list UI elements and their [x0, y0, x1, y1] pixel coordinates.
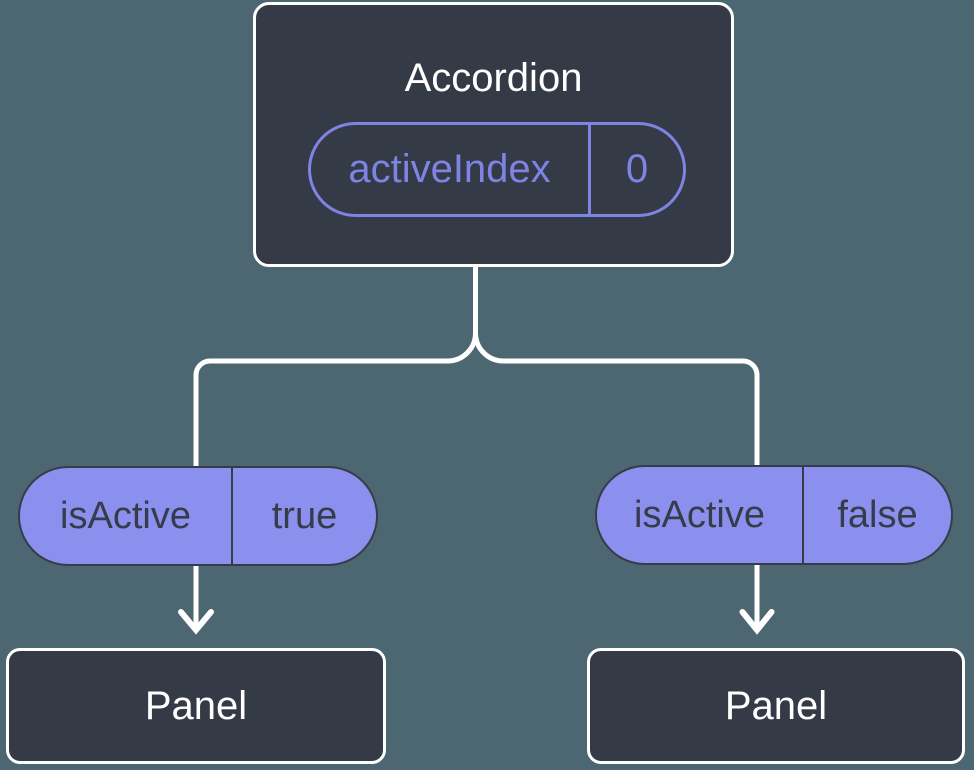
state-pill-label: activeIndex: [348, 147, 551, 191]
prop-pill-left-value: true: [271, 494, 338, 537]
panel-node-right-title: Panel: [724, 683, 828, 728]
prop-pill-left-divider: [231, 468, 233, 564]
state-pill-value: 0: [625, 147, 649, 191]
prop-pill-right-divider: [802, 467, 804, 563]
accordion-node-title: Accordion: [404, 56, 583, 100]
left-arrowhead-icon: [178, 609, 214, 635]
prop-pill-right-label: isActive: [634, 493, 765, 536]
prop-pill-left-label: isActive: [60, 494, 191, 537]
connector-right-branch: [473, 259, 760, 632]
panel-node-left-title: Panel: [144, 683, 248, 728]
right-arrowhead-icon: [739, 609, 775, 635]
prop-pill-right: isActive false: [595, 465, 953, 565]
state-pill-divider: [588, 125, 591, 214]
prop-pill-left: isActive true: [18, 466, 378, 566]
accordion-node: Accordion activeIndex 0: [253, 2, 734, 267]
connector-left-branch: [193, 259, 478, 632]
panel-node-right: Panel: [587, 648, 965, 764]
panel-node-left: Panel: [6, 648, 386, 764]
prop-pill-right-value: false: [837, 493, 918, 536]
state-pill: activeIndex 0: [308, 122, 686, 217]
